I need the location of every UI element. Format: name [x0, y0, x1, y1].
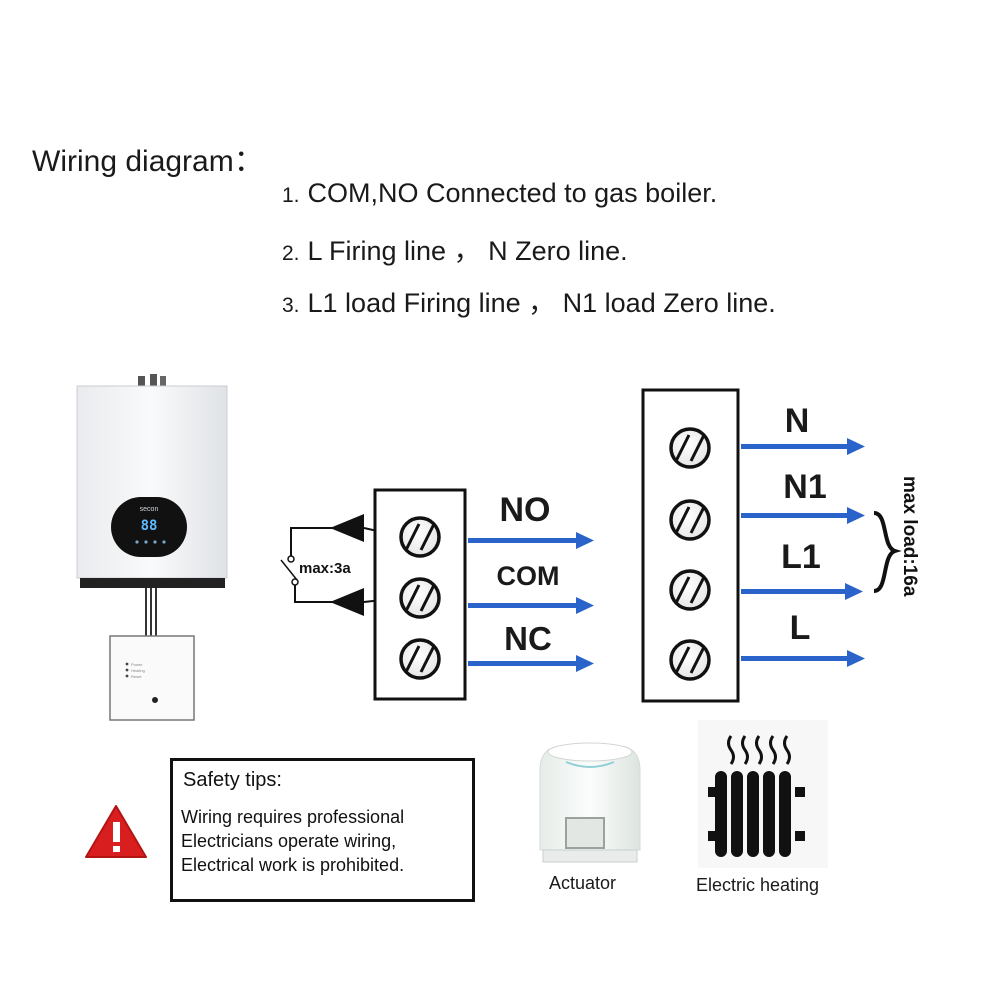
panel-button-icon	[144, 540, 148, 544]
thermostat-button	[152, 697, 158, 703]
terminal-label-n1: N1	[783, 468, 826, 506]
instruction-step-3: 3. L1 load Firing line ， N1 load Zero lin…	[282, 281, 776, 320]
diagram-title: Wiring diagram：	[32, 145, 264, 178]
load-brace	[873, 511, 902, 593]
terminal-label-l1: L1	[781, 538, 821, 576]
thermostat-image: Power Heating Reset	[109, 635, 195, 721]
terminal-label-com: COM	[497, 561, 560, 591]
terminal-label-no: NO	[500, 491, 551, 529]
indicator-label: Power	[131, 662, 143, 667]
arrow-to-no-terminal	[330, 514, 364, 542]
screw-terminal-icon	[399, 638, 441, 680]
blue-wire-arrow	[741, 583, 863, 600]
panel-button-icon	[162, 540, 166, 544]
switch-contact	[291, 578, 299, 586]
step-text: L Firing line ， N Zero line.	[307, 236, 628, 266]
indicator-led	[125, 674, 129, 678]
terminal-label-l: L	[790, 609, 811, 647]
switch-contact	[287, 555, 295, 563]
indicator-label: Reset	[131, 674, 142, 679]
arrow-to-com-terminal	[330, 588, 364, 616]
max-load-label: max load:16a	[899, 476, 920, 597]
actuator-base	[542, 849, 638, 863]
blue-wire-arrow	[741, 650, 865, 667]
electric-heating-image	[698, 720, 828, 868]
screw-terminal-icon	[399, 577, 441, 619]
safety-tip-line: Wiring requires professional	[181, 807, 405, 827]
radiator-icon	[708, 771, 805, 857]
panel-button-icon	[153, 540, 157, 544]
actuator-indicator-ring	[565, 761, 615, 768]
screw-terminal-icon	[669, 427, 711, 469]
power-terminal-block: N N1 L1 L max load:16a	[641, 388, 920, 703]
boiler-base	[80, 578, 225, 588]
blue-wire-arrow	[468, 655, 594, 672]
blue-wire-arrow	[741, 438, 865, 455]
blue-wire-arrow	[468, 532, 594, 549]
boiler-pipe	[138, 376, 145, 388]
screw-terminal-icon	[399, 516, 441, 558]
switch-rating-label: max:3a	[299, 560, 351, 577]
relay-terminal-block: NO COM NC	[373, 488, 594, 701]
relay-switch: max:3a	[280, 514, 401, 616]
screw-terminal-icon	[669, 639, 711, 681]
boiler-pipe	[150, 374, 157, 388]
boiler-control-panel	[111, 497, 187, 557]
indicator-label: Heating	[131, 668, 145, 673]
screw-terminal-icon	[669, 499, 711, 541]
terminal-label-n: N	[785, 402, 810, 440]
indicator-led	[125, 668, 129, 672]
indicator-led	[125, 662, 129, 666]
heat-waves-icon	[727, 735, 791, 765]
actuator-top	[547, 742, 633, 762]
step-number: 3.	[282, 294, 300, 317]
step-text: COM,NO Connected to gas boiler.	[307, 178, 718, 208]
warning-icon	[85, 805, 147, 858]
blue-wire-arrow	[468, 597, 594, 614]
safety-tip-line: Electrical work is prohibited.	[181, 855, 405, 875]
step-number: 2.	[282, 242, 300, 265]
step-number: 1.	[282, 184, 300, 207]
step-text: L1 load Firing line ， N1 load Zero line.	[307, 288, 776, 318]
instruction-step-2: 2. L Firing line ， N Zero line.	[282, 229, 628, 268]
gas-boiler-image: secon 88	[76, 374, 228, 636]
actuator-image	[539, 742, 641, 863]
boiler-pipe	[160, 376, 166, 388]
boiler-brand-label: secon	[140, 506, 159, 513]
actuator-window	[565, 817, 605, 849]
instruction-step-1: 1. COM,NO Connected to gas boiler.	[282, 178, 717, 209]
boiler-display-digits: 88	[141, 518, 158, 534]
screw-terminal-icon	[669, 569, 711, 611]
blue-wire-arrow	[741, 507, 865, 524]
thermostat-body	[109, 635, 195, 721]
safety-tips-box: Safety tips: Wiring requires professiona…	[170, 758, 475, 902]
safety-tip-line: Electricians operate wiring,	[181, 831, 397, 851]
safety-tips-title: Safety tips:	[183, 769, 282, 791]
switch-lever	[280, 559, 298, 581]
electric-heating-caption: Electric heating	[696, 875, 820, 895]
actuator-caption: Actuator	[549, 873, 617, 893]
panel-button-icon	[135, 540, 139, 544]
terminal-label-nc: NC	[504, 620, 552, 657]
